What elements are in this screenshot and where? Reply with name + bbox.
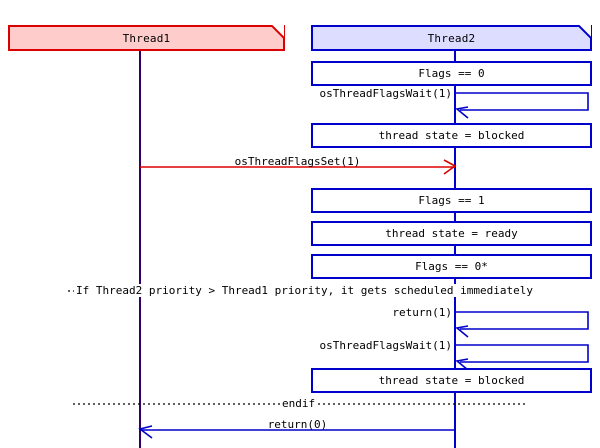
note-thread-state-ready: thread state = ready <box>311 221 592 246</box>
note-thread-state-blocked-2: thread state = blocked <box>311 368 592 393</box>
message-label-text: return(1) <box>392 306 452 319</box>
message-label-text: osThreadFlagsWait(1) <box>319 87 452 100</box>
message-label-text: return(0) <box>267 418 328 431</box>
note-fold-corner-icon <box>578 25 592 39</box>
lifeline-thread2 <box>454 51 456 448</box>
arrow-call-osthreadflagsset-1 <box>140 159 457 175</box>
message-label-return-1: return(1) <box>255 306 452 319</box>
note-thread-state-blocked-2-label: thread state = blocked <box>378 374 525 387</box>
divider-endif-label: endif <box>280 397 318 410</box>
divider-if-text: If Thread2 priority > Thread1 priority, … <box>76 284 533 297</box>
note-flags-0: Flags == 0 <box>311 61 592 86</box>
note-flags-0-star-label: Flags == 0* <box>415 260 488 273</box>
message-label-osthreadflagswait-2: osThreadFlagsWait(1) <box>255 339 452 352</box>
note-thread-state-ready-label: thread state = ready <box>385 227 518 240</box>
divider-endif-text: endif <box>282 397 316 410</box>
arrow-self-osthreadflagswait-1 <box>455 92 589 119</box>
note-flags-1-label: Flags == 1 <box>418 194 485 207</box>
arrow-self-osthreadflagswait-2 <box>455 344 589 371</box>
note-fold-corner-icon <box>271 25 285 39</box>
message-label-text: osThreadFlagsWait(1) <box>319 339 452 352</box>
note-flags-0-star: Flags == 0* <box>311 254 592 279</box>
arrow-return-return-0 <box>138 425 455 439</box>
message-label-text: osThreadFlagsSet(1) <box>234 155 361 168</box>
note-flags-1: Flags == 1 <box>311 188 592 213</box>
message-label-osthreadflagsset-1: osThreadFlagsSet(1) <box>140 155 455 168</box>
note-thread-state-blocked-1-label: thread state = blocked <box>378 129 525 142</box>
note-flags-0-label: Flags == 0 <box>418 67 485 80</box>
note-thread-state-blocked-1: thread state = blocked <box>311 123 592 148</box>
message-label-return-0: return(0) <box>140 418 455 431</box>
lifeline-thread1 <box>139 51 141 448</box>
divider-if-label: If Thread2 priority > Thread1 priority, … <box>74 284 535 297</box>
message-label-osthreadflagswait-1: osThreadFlagsWait(1) <box>255 87 452 100</box>
arrow-self-return-1 <box>455 311 589 338</box>
